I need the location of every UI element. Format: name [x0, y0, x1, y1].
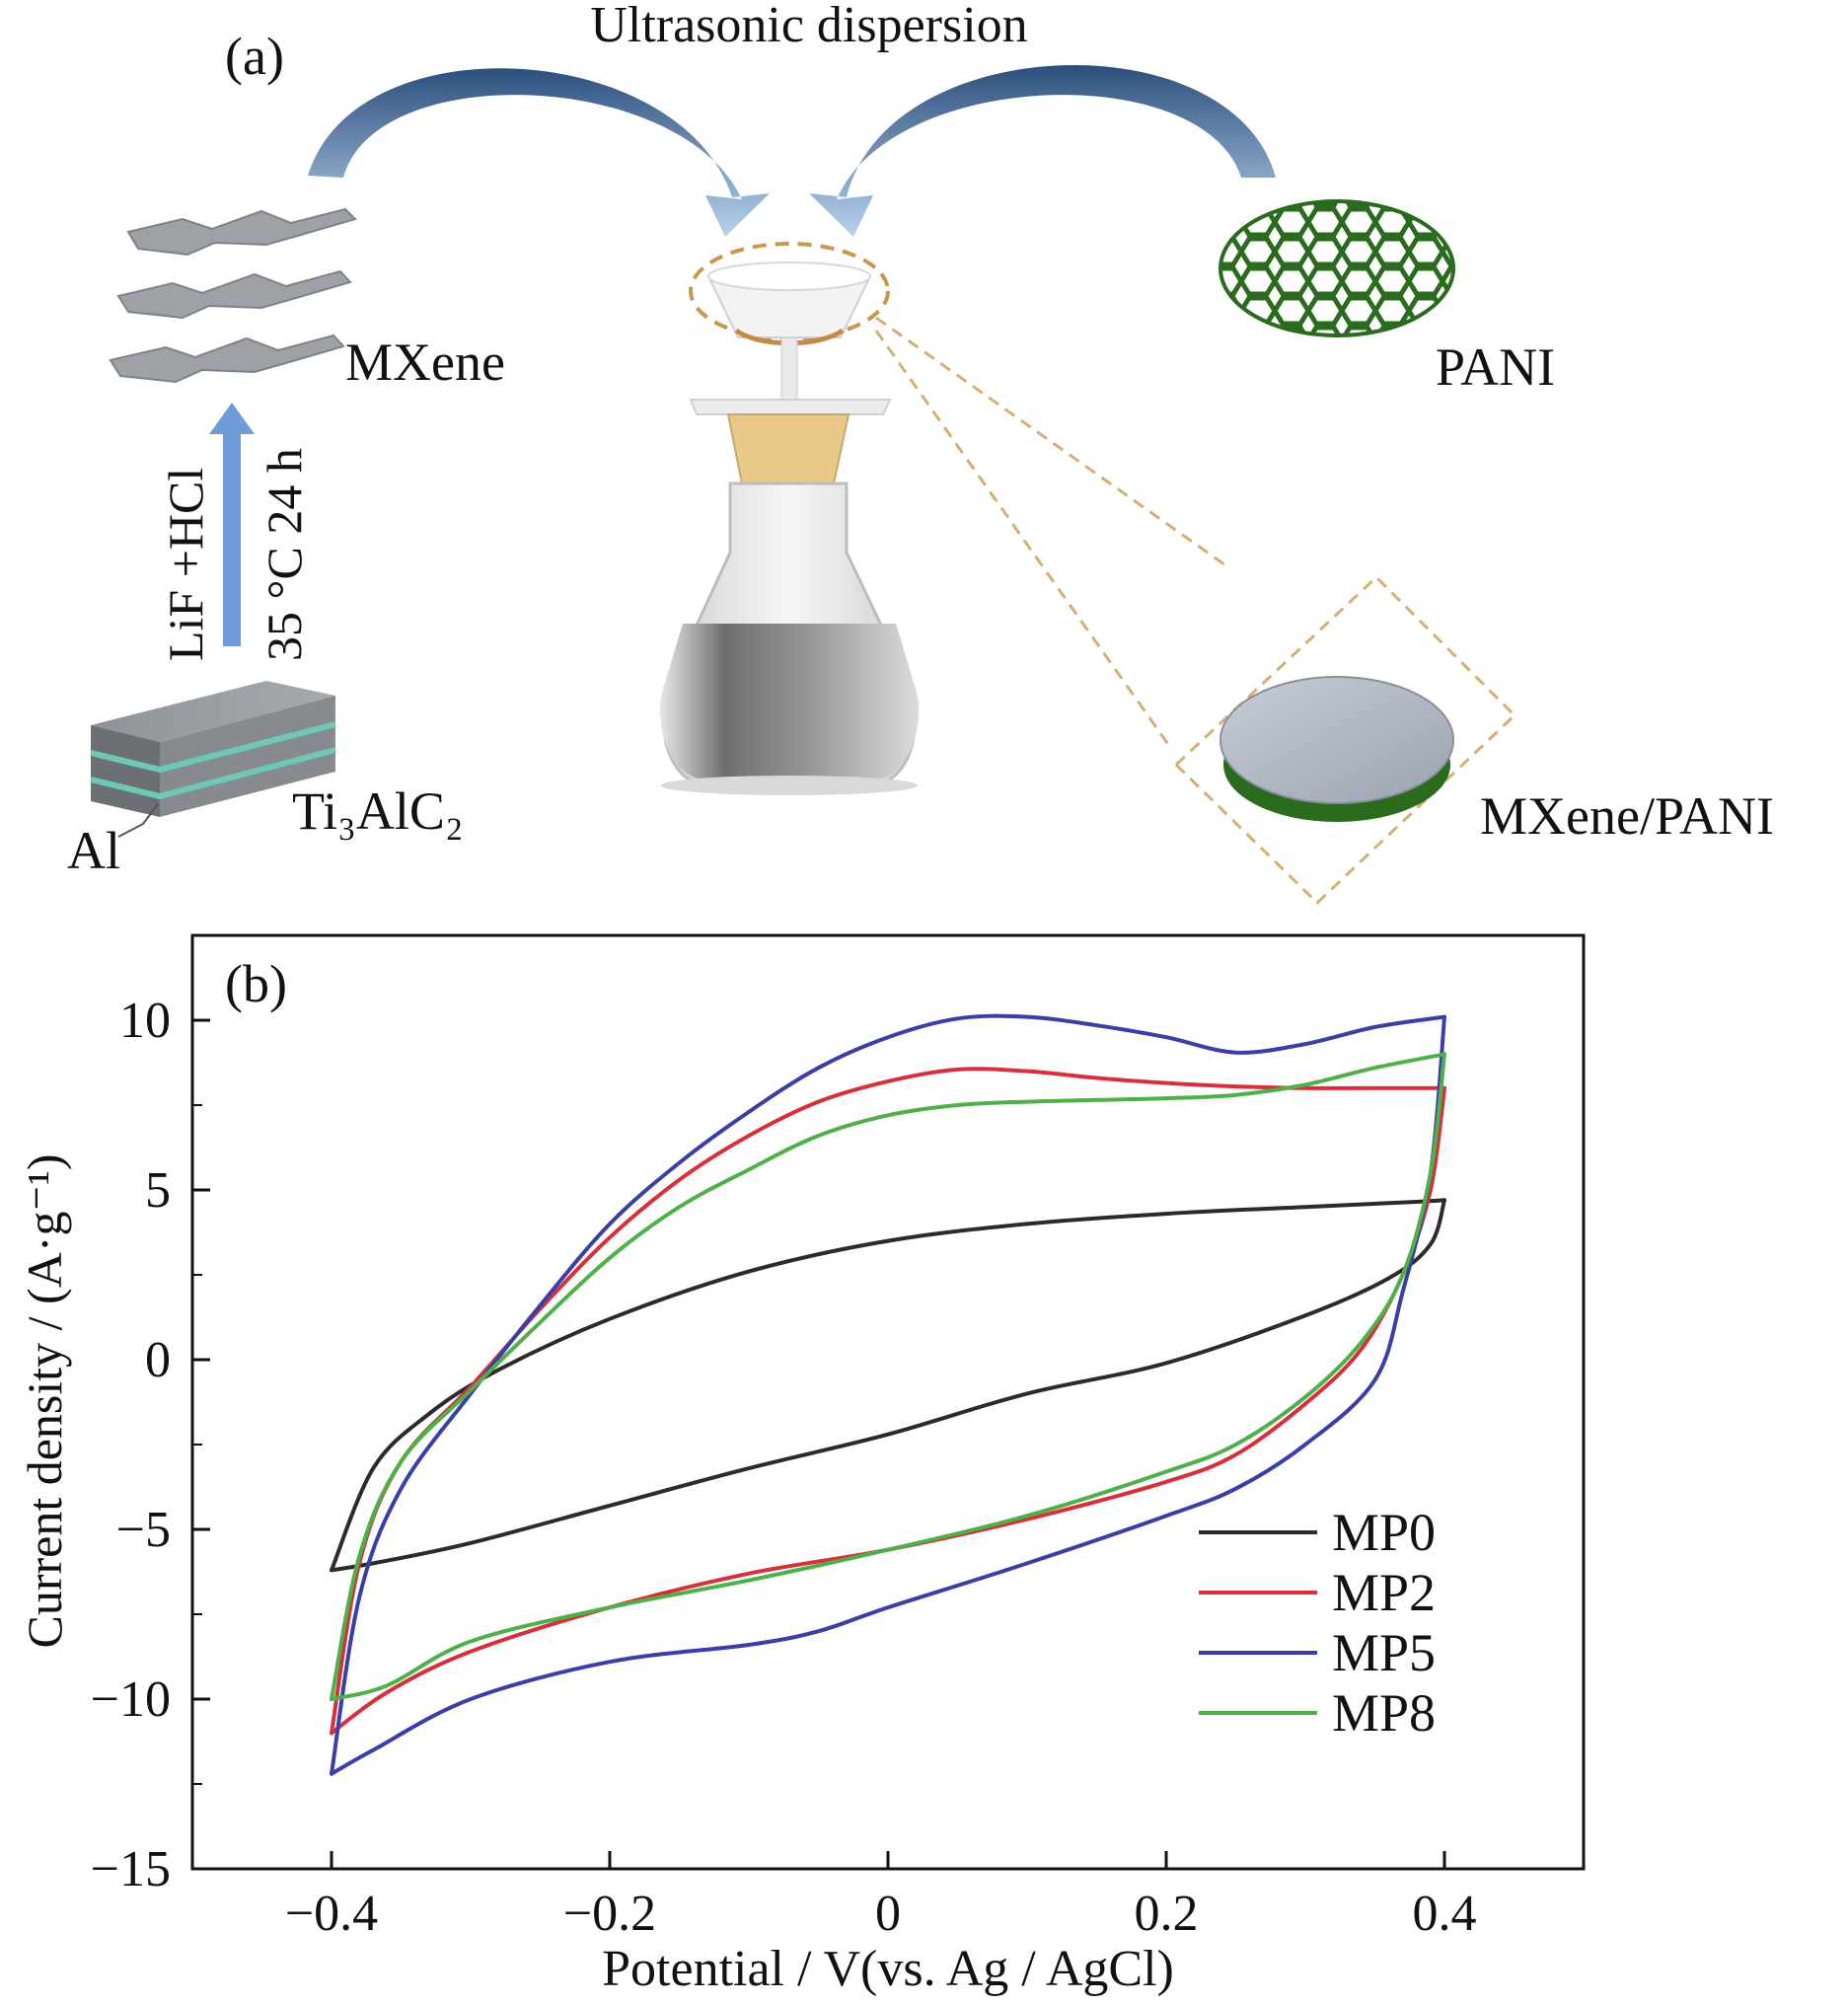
curved-arrow-left	[308, 68, 770, 237]
al-label: Al	[67, 821, 120, 880]
mxene-pani-disc	[1220, 676, 1454, 822]
etching-arrow-head	[209, 403, 255, 434]
composite-label: MXene/PANI	[1480, 786, 1774, 846]
legend-label-mp0: MP0	[1332, 1503, 1436, 1562]
cv-curves	[330, 1013, 1446, 1776]
ti3alc2-block	[90, 681, 336, 838]
legend-label-mp2: MP2	[1332, 1563, 1436, 1622]
panel-a-label: (a)	[225, 27, 284, 86]
x-axis-label: Potential / V(vs. Ag / AgCl)	[602, 1941, 1174, 1997]
mxene-label: MXene	[345, 333, 505, 392]
x-tick-label: 0.2	[1135, 1886, 1199, 1942]
legend-label-mp8: MP8	[1332, 1683, 1436, 1743]
y-tick-label: −5	[116, 1502, 171, 1558]
series-mp5-anodic-line	[330, 1013, 1446, 1776]
axes: −0.4 −0.2 0 0.2 0.4 −15 −10 −5 0 5 10	[91, 993, 1477, 1942]
series-mp0-cathodic-line	[330, 1198, 1446, 1573]
pani-network	[1219, 199, 1455, 337]
x-tick-label: −0.2	[563, 1886, 656, 1942]
zoom-box	[874, 316, 1517, 906]
panel-a: (a) Ultrasonic dispersion MXene LiF +HCl…	[67, 0, 1774, 906]
mxene-flakes	[109, 207, 357, 384]
etching-arrow-shaft	[223, 429, 241, 646]
y-tick-label: 0	[145, 1332, 171, 1388]
y-axis-label: Current density / (A·g⁻¹)	[17, 1153, 72, 1648]
x-tick-label: 0	[875, 1886, 901, 1942]
filtration-apparatus	[659, 242, 920, 795]
series-mp2-cathodic-line	[330, 1085, 1446, 1736]
x-tick-label: −0.4	[285, 1886, 378, 1942]
panel-b-label: (b)	[225, 954, 287, 1013]
y-tick-label: −10	[91, 1671, 171, 1728]
x-axis-label-text: Potential / V(vs. Ag / AgCl)	[602, 1941, 1174, 1997]
etching-reagents: LiF +HCl	[158, 468, 213, 661]
series-mp8-cathodic-line	[330, 1052, 1446, 1701]
ti3alc2-label: Ti₃AlC₂	[292, 781, 464, 841]
curved-arrow-right	[809, 64, 1276, 237]
series-mp0-anodic-line	[330, 1198, 1446, 1573]
etching-conditions: 35 °C 24 h	[257, 448, 312, 661]
pani-label: PANI	[1436, 337, 1555, 397]
x-tick-label: 0.4	[1413, 1886, 1477, 1942]
series-mp5-cathodic-line	[330, 1014, 1446, 1776]
legend-label-mp5: MP5	[1332, 1623, 1436, 1682]
series-mp8-anodic-line	[330, 1052, 1446, 1701]
y-tick-label: −15	[91, 1841, 171, 1897]
panel-a-title: Ultrasonic dispersion	[590, 0, 1027, 53]
y-tick-label: 10	[119, 993, 171, 1049]
y-tick-label: 5	[145, 1162, 171, 1219]
